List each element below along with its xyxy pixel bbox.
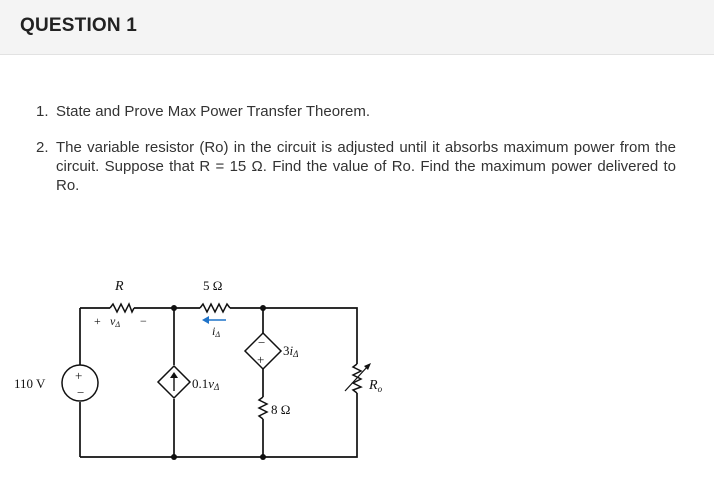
dep-voltage-label: 3iΔ <box>283 343 298 359</box>
item-number: 1. <box>36 103 49 120</box>
resistor-8-ohm <box>257 396 269 420</box>
item-text: The variable resistor (Ro) in the circui… <box>56 139 676 194</box>
vdelta-minus: − <box>140 314 147 328</box>
resistor-5-ohm <box>199 302 231 314</box>
question-title: QUESTION 1 <box>20 15 138 36</box>
variable-resistor-ro <box>351 363 363 394</box>
source-minus: − <box>77 385 84 400</box>
voltage-source-icon <box>61 364 99 402</box>
node-dot <box>171 454 177 460</box>
source-label: 110 V <box>14 376 46 391</box>
source-plus: + <box>75 368 82 383</box>
resistor-r <box>109 302 135 314</box>
dep-voltage-minus: − <box>258 335 265 350</box>
resistor-8-label: 8 Ω <box>271 402 290 417</box>
vdelta-label: vΔ <box>110 314 120 329</box>
node-dot <box>260 305 266 311</box>
dependent-voltage-source-icon <box>243 331 283 371</box>
dep-current-label: 0.1vΔ <box>192 376 219 392</box>
question-item-2: 2. The variable resistor (Ro) in the cir… <box>36 138 676 195</box>
variable-resistor-arrow-icon <box>344 365 369 392</box>
resistor-5-label: 5 Ω <box>203 278 222 293</box>
question-item-1: 1. State and Prove Max Power Transfer Th… <box>36 102 676 121</box>
dep-voltage-plus: + <box>257 352 264 367</box>
ro-label: Ro <box>368 378 383 394</box>
node-dot <box>260 454 266 460</box>
idelta-arrowhead-icon <box>202 316 209 324</box>
vdelta-plus: + <box>94 314 101 328</box>
resistor-r-label: R <box>114 279 124 294</box>
item-text: State and Prove Max Power Transfer Theor… <box>56 103 371 120</box>
dependent-current-arrowhead-icon <box>170 372 178 378</box>
question-header: QUESTION 1 <box>0 0 714 55</box>
question-list: 1. State and Prove Max Power Transfer Th… <box>36 102 676 195</box>
item-number: 2. <box>36 139 49 156</box>
circuit-nodes <box>171 305 266 460</box>
variable-resistor-arrowhead-icon <box>364 363 371 370</box>
circuit-diagram: R + vΔ − 5 Ω iΔ + − 110 V 0.1vΔ − + 3iΔ … <box>14 278 383 460</box>
idelta-label: iΔ <box>212 324 220 339</box>
node-dot <box>171 305 177 311</box>
